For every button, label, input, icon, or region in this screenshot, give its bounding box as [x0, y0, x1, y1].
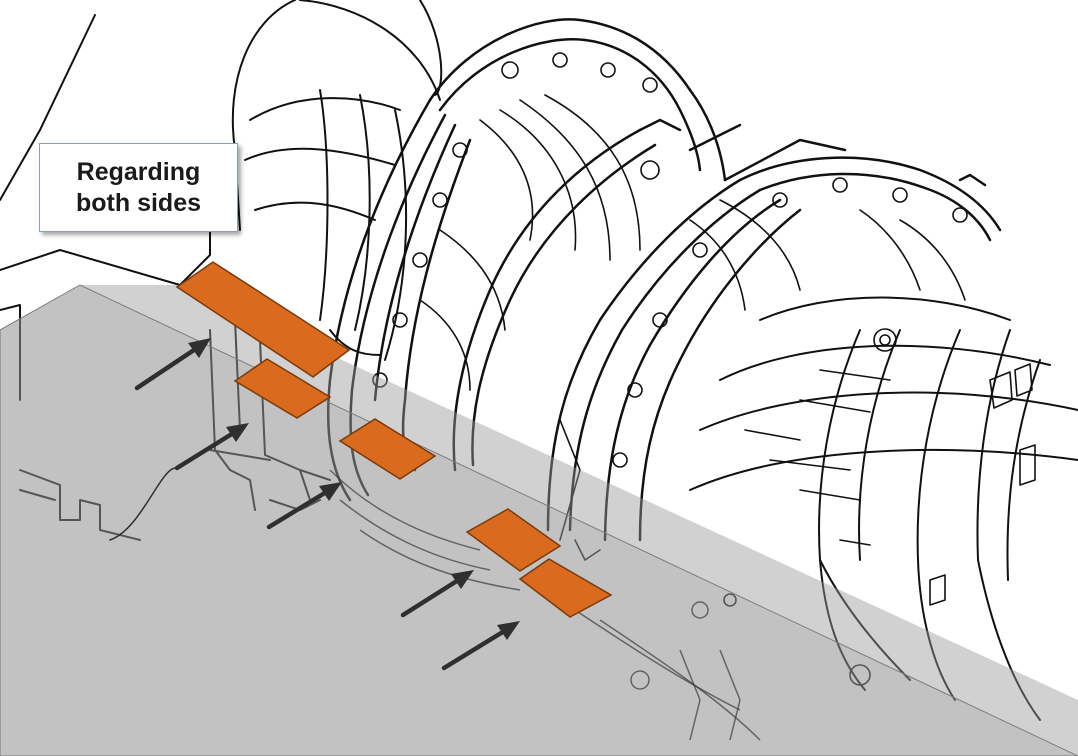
- leader-line: [109, 467, 176, 541]
- reflected-detail: [329, 469, 761, 741]
- arrow: [266, 482, 342, 530]
- contact-pad: [338, 418, 437, 480]
- arrow: [134, 338, 211, 391]
- translucent-plane: [0, 284, 1078, 756]
- contact-pads: [175, 261, 613, 618]
- turbine-section: [689, 296, 1078, 721]
- translucent-plane-top: [80, 285, 1078, 756]
- pointer-arrows: [109, 338, 520, 671]
- center-casing: [452, 118, 847, 472]
- arrow: [174, 423, 249, 471]
- contact-pad: [175, 261, 351, 378]
- arrow: [400, 570, 474, 618]
- compressor-section: [244, 89, 408, 361]
- rear-flange-ring: [546, 156, 1002, 542]
- contact-pad: [518, 558, 613, 618]
- arrow: [441, 621, 520, 671]
- callout-text: Regarding both sides: [75, 157, 201, 217]
- fittings-detail: [372, 52, 1036, 686]
- callout-box: Regarding both sides: [39, 143, 238, 232]
- contact-pad: [233, 358, 332, 419]
- contact-pad: [465, 508, 562, 572]
